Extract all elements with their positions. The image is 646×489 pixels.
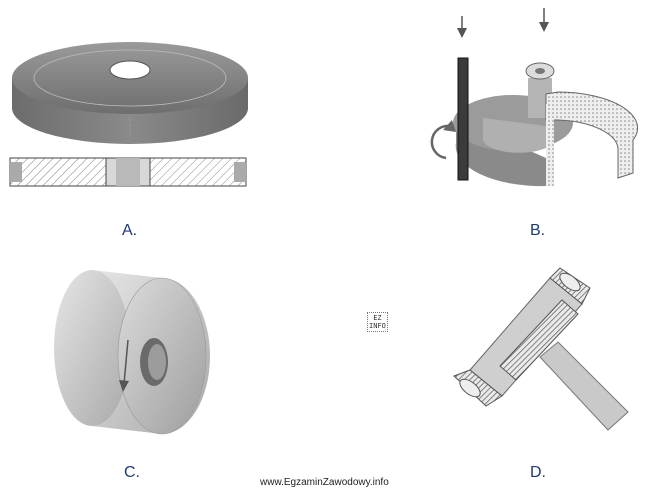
option-c-label: C.	[124, 464, 140, 481]
figure-b-cup-wheel	[430, 8, 639, 187]
ezinfo-badge: EZ INFO	[367, 312, 388, 332]
figure-c-cylinder	[54, 270, 210, 435]
option-d-label: D.	[530, 464, 546, 481]
figure-d-tube-shaft	[453, 267, 629, 431]
ezinfo-line1: EZ	[373, 314, 382, 322]
watermark-url: www.EgzaminZawodowy.info	[260, 477, 389, 488]
ezinfo-line2: INFO	[369, 322, 386, 330]
figure-a-disc	[9, 42, 248, 187]
option-a-label: A.	[122, 222, 138, 239]
option-b-label: B.	[530, 222, 546, 239]
